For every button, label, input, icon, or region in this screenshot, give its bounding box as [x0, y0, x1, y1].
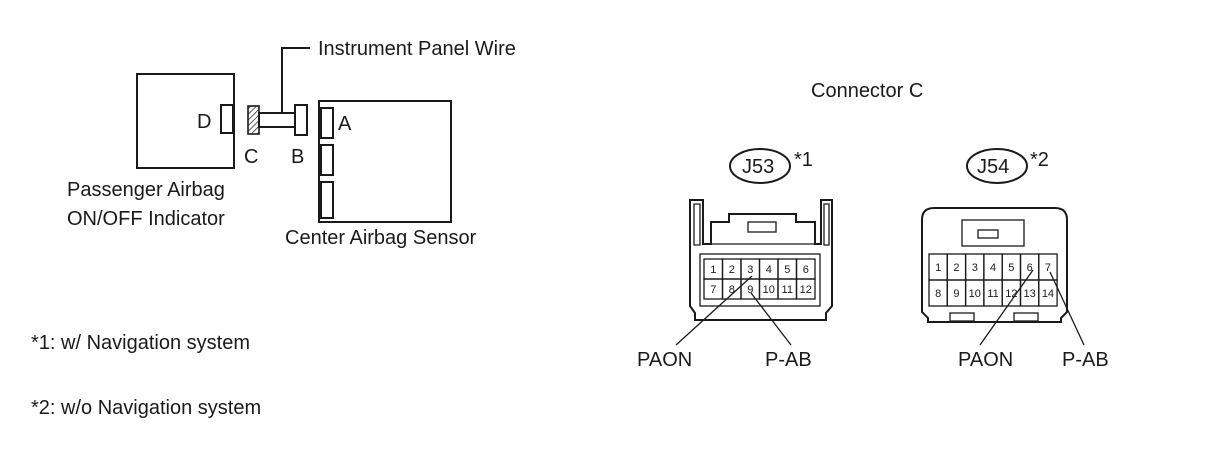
- j53-pin-cell: [795, 278, 816, 300]
- j54-mark: *2: [1030, 149, 1049, 171]
- j54-pin-number: 6: [1027, 262, 1033, 274]
- j53-code: J53: [742, 156, 774, 178]
- j53-pin-number: 8: [729, 284, 735, 296]
- note-2: *2: w/o Navigation system: [31, 397, 261, 419]
- sensor-socket-a: [320, 107, 334, 139]
- j53-mark: *1: [794, 149, 813, 171]
- indicator-label-line1: Passenger Airbag: [67, 179, 225, 201]
- connector-title: Connector C: [811, 80, 923, 102]
- j54-pin-cell: [1038, 279, 1058, 307]
- wire-label: Instrument Panel Wire: [318, 38, 516, 60]
- j53-pin-number: 7: [710, 284, 716, 296]
- j54-connector: [921, 207, 1068, 323]
- j54-pin-number: 3: [972, 262, 978, 274]
- wire-leader-line: [281, 47, 310, 113]
- sensor-label: Center Airbag Sensor: [285, 227, 477, 249]
- j54-pin-number: 8: [935, 288, 941, 300]
- j53-pin-number: 12: [800, 284, 812, 296]
- j54-pin-number: 2: [953, 262, 959, 274]
- j54-pab-label: P-AB: [1062, 349, 1109, 371]
- j54-pin-number: 1: [935, 262, 941, 274]
- j53-pin-number: 10: [763, 284, 775, 296]
- j53-pin-number: 2: [729, 264, 735, 276]
- connector-b: [294, 104, 308, 136]
- j53-pab-label: P-AB: [765, 349, 812, 371]
- j53-badge: [729, 148, 791, 184]
- j54-pin-number: 7: [1045, 262, 1051, 274]
- j53-connector: [689, 199, 833, 321]
- j53-pin-number: 9: [747, 284, 753, 296]
- j53-pin-number: 3: [747, 264, 753, 276]
- j53-pin-number: 1: [710, 264, 716, 276]
- note-1: *1: w/ Navigation system: [31, 332, 250, 354]
- j54-pin-number: 9: [953, 288, 959, 300]
- sensor-box: [318, 100, 452, 223]
- j54-badge: [966, 148, 1028, 184]
- j54-paon-label: PAON: [958, 349, 1013, 371]
- harness-wire: [258, 112, 296, 128]
- j53-paon-label: PAON: [637, 349, 692, 371]
- j53-pab-leader: [750, 292, 792, 346]
- indicator-box: [136, 73, 235, 169]
- pin-a-label: A: [338, 113, 352, 135]
- j53-pin-number: 5: [784, 264, 790, 276]
- j54-pin-number: 5: [1008, 262, 1014, 274]
- j54-paon-leader: [979, 269, 1034, 346]
- j54-code: J54: [977, 156, 1009, 178]
- indicator-label-line2: ON/OFF Indicator: [67, 208, 225, 230]
- j54-pin-number: 11: [987, 288, 998, 300]
- pin-d-label: D: [197, 111, 211, 133]
- j54-pin-number: 4: [990, 262, 996, 274]
- j53-pin-number: 4: [766, 264, 772, 276]
- connector-d: [220, 104, 234, 134]
- j54-pin-number: 13: [1024, 288, 1036, 300]
- j54-pin-number: 10: [969, 288, 981, 300]
- j54-pin-number: 14: [1042, 288, 1054, 300]
- j54-pab-leader: [1049, 271, 1085, 346]
- pin-b-label: B: [291, 146, 304, 168]
- j53-pin-number: 6: [803, 264, 809, 276]
- pin-c-label: C: [244, 146, 258, 168]
- j53-pin-number: 11: [782, 284, 793, 296]
- j53-paon-leader: [675, 275, 753, 346]
- connector-c: [247, 105, 260, 135]
- sensor-socket-2: [320, 144, 334, 176]
- sensor-socket-3: [320, 181, 334, 219]
